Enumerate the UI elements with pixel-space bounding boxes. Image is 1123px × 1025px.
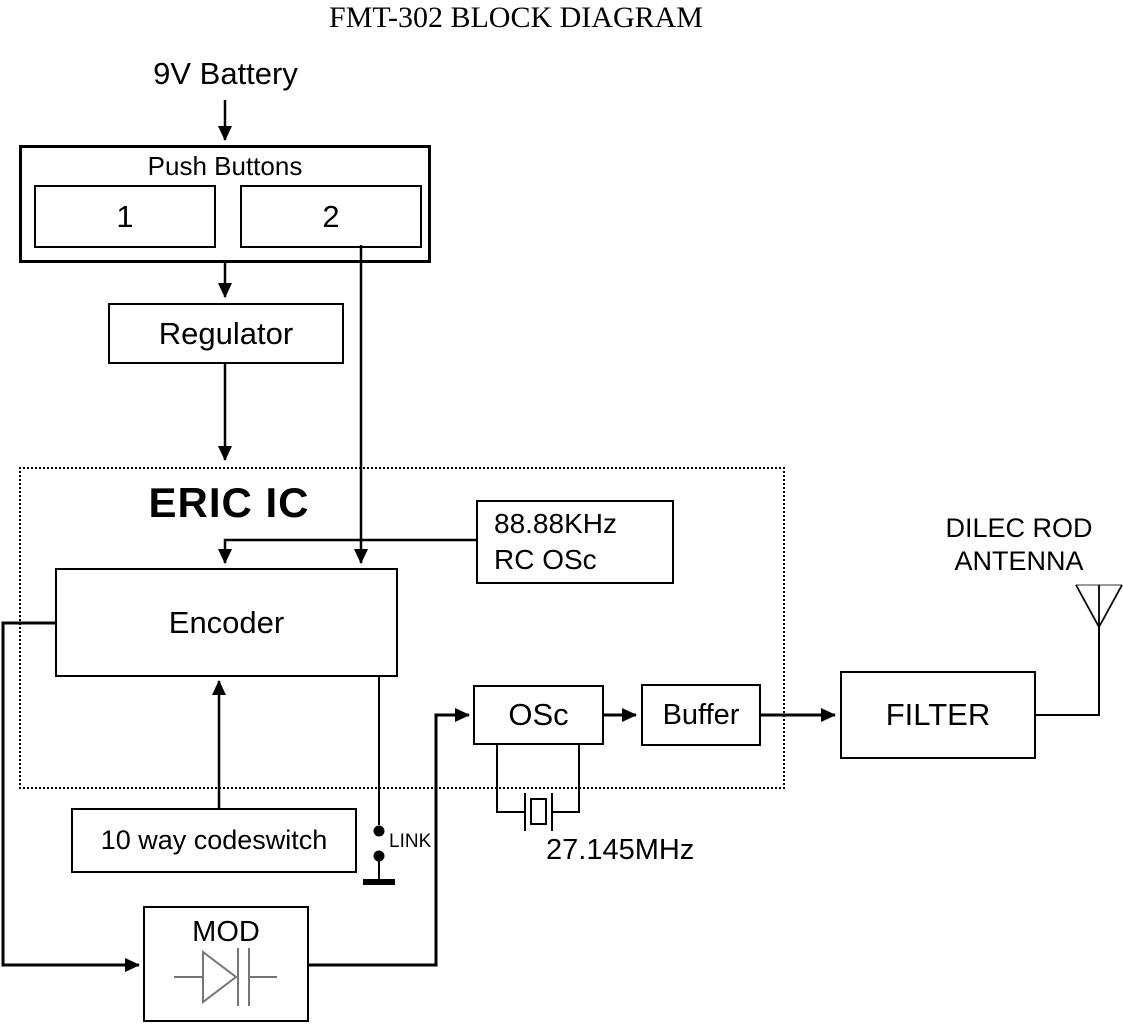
push-buttons-title: Push Buttons bbox=[147, 151, 303, 181]
crystal-frequency-label: 27.145MHz bbox=[546, 834, 695, 866]
mod-label: MOD bbox=[192, 916, 260, 948]
osc-block: OSc bbox=[473, 685, 604, 745]
crystal-icon bbox=[524, 793, 553, 831]
regulator-block: Regulator bbox=[108, 303, 344, 364]
antenna-label: DILEC ROD ANTENNA bbox=[905, 512, 1123, 578]
filter-to-antenna-wire bbox=[1036, 627, 1100, 716]
buffer-block: Buffer bbox=[641, 684, 761, 746]
codeswitch-block: 10 way codeswitch bbox=[71, 808, 357, 873]
diagram-title: FMT-302 BLOCK DIAGRAM bbox=[329, 1, 703, 34]
filter-block: FILTER bbox=[840, 671, 1036, 759]
push-button-1: 1 bbox=[34, 185, 216, 248]
link-terminal-dots bbox=[373, 825, 385, 862]
link-label: LINK bbox=[389, 831, 432, 852]
push-button-2: 2 bbox=[240, 185, 422, 248]
rc-osc-frequency: 88.88KHz bbox=[494, 507, 617, 539]
battery-label: 9V Battery bbox=[153, 56, 298, 91]
encoder-block: Encoder bbox=[55, 568, 398, 677]
rc-osc-name: RC OSc bbox=[494, 544, 597, 575]
eric-ic-label: ERIC IC bbox=[148, 479, 310, 526]
antenna-label-line2: ANTENNA bbox=[954, 546, 1084, 577]
rc-osc-block: 88.88KHz RC OSc bbox=[476, 500, 674, 584]
antenna-label-line1: DILEC ROD bbox=[945, 513, 1093, 543]
mod-block: MOD bbox=[143, 906, 309, 1022]
antenna-icon bbox=[1075, 584, 1123, 628]
push-buttons-block: Push Buttons 1 2 bbox=[19, 145, 431, 263]
ground-icon bbox=[363, 861, 395, 885]
